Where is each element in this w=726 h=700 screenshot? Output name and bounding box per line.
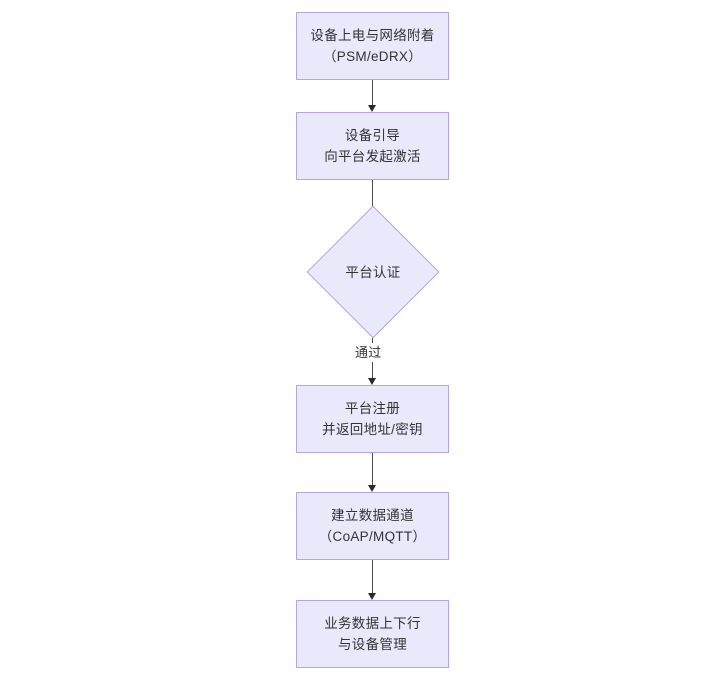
arrowhead-icon	[368, 485, 376, 492]
process-node-label-line: 向平台发起激活	[324, 149, 421, 164]
connector-platform-register-to-data-channel	[358, 453, 387, 492]
process-node-label-line: 业务数据上下行	[324, 616, 421, 631]
arrowhead-icon	[368, 593, 376, 600]
process-node-label-line: 设备引导	[344, 128, 401, 143]
process-node-label-line: 建立数据通道	[331, 508, 414, 523]
edge-label-e3: 通过	[352, 343, 385, 362]
process-node-label-line: 与设备管理	[338, 637, 407, 652]
process-node-label-line: 并返回地址/密钥	[322, 422, 423, 437]
decision-node-label: 平台认证	[345, 264, 401, 280]
arrowhead-icon	[368, 105, 376, 112]
process-node-business-data[interactable]: 业务数据上下行与设备管理	[296, 600, 449, 668]
process-node-data-channel[interactable]: 建立数据通道 （CoAP/MQTT）	[296, 492, 449, 560]
connector-data-channel-to-business-data	[358, 560, 387, 600]
connector-line	[372, 560, 373, 594]
connector-power-on-to-bootstrap	[358, 80, 387, 112]
process-node-label-line: 平台注册	[344, 401, 401, 416]
connector-line	[372, 80, 373, 106]
connector-line	[372, 180, 373, 219]
process-node-power-on[interactable]: 设备上电与网络附着 （PSM/eDRX）	[296, 12, 449, 80]
process-node-label-line: （CoAP/MQTT）	[318, 529, 427, 544]
arrowhead-icon	[368, 378, 376, 385]
process-node-bootstrap[interactable]: 设备引导向平台发起激活	[296, 112, 449, 180]
process-node-label-line: （PSM/eDRX）	[322, 49, 423, 64]
connector-line	[372, 453, 373, 486]
process-node-platform-register[interactable]: 平台注册并返回地址/密钥	[296, 385, 449, 453]
decision-node-platform-auth[interactable]: 平台认证	[306, 205, 440, 339]
process-node-label-line: 设备上电与网络附着	[310, 28, 435, 43]
